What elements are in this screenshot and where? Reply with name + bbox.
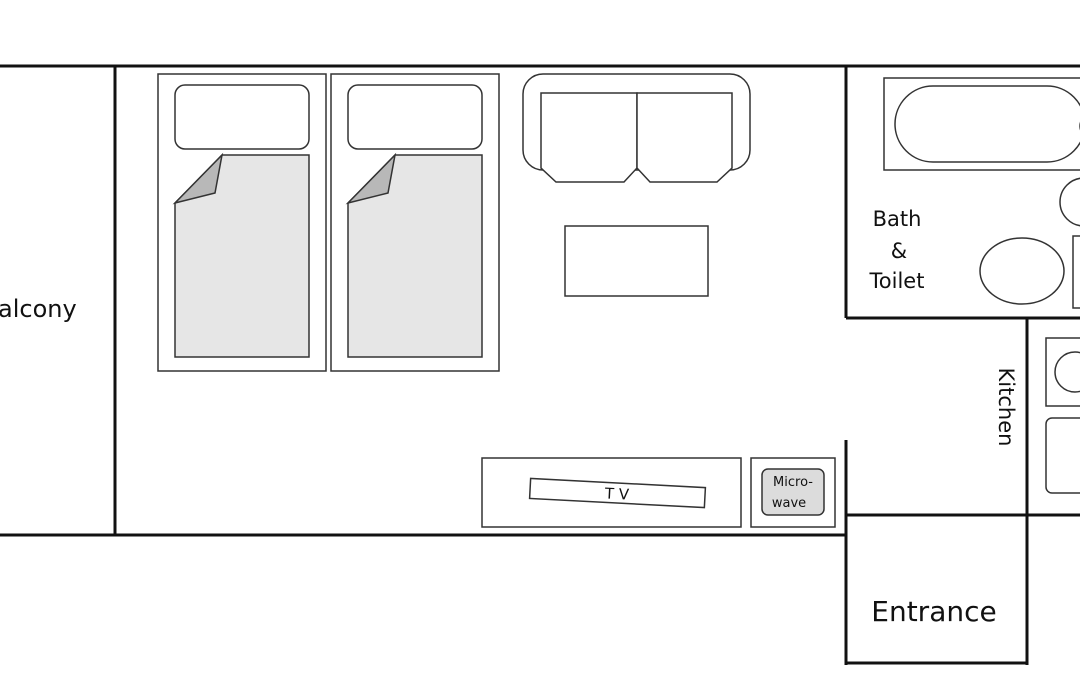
burner-icon (1054, 351, 1080, 393)
sofa (522, 73, 751, 183)
room-label-kitchen: Kitchen (994, 368, 1018, 447)
kitchen-fixtures (1045, 337, 1080, 494)
bathtub-basin (894, 85, 1080, 163)
toilet-bowl (979, 237, 1065, 305)
sheet-fold (345, 152, 397, 205)
tv-label: T V (603, 484, 630, 503)
microwave-unit (761, 468, 825, 516)
tv-screen (528, 477, 707, 509)
tv-stand (481, 457, 742, 528)
walls (0, 64, 1080, 665)
microwave-label-line-2: wave (772, 496, 806, 511)
bath-fixtures (883, 77, 1080, 309)
sofa-seat-right (636, 92, 733, 183)
room-label-bath-line-1: Bath (873, 207, 922, 231)
toilet-tank (1072, 235, 1080, 309)
bed-1 (157, 73, 327, 372)
microwave (750, 457, 836, 528)
sink-basin (1059, 177, 1080, 227)
room-label-entrance: Entrance (871, 595, 996, 628)
sheet-fold (172, 152, 224, 205)
sofa-seat-left (540, 92, 638, 183)
room-label-balcony: alcony (0, 295, 77, 323)
room-label-bath-line-3: Toilet (869, 269, 925, 293)
room-label-bath-line-2: & (891, 239, 907, 263)
microwave-label-line-1: Micro- (773, 475, 813, 490)
coffee-table (564, 225, 709, 297)
kitchen-counter (1045, 417, 1080, 494)
pillow (174, 84, 310, 150)
pillow (347, 84, 483, 150)
bed-2 (330, 73, 500, 372)
